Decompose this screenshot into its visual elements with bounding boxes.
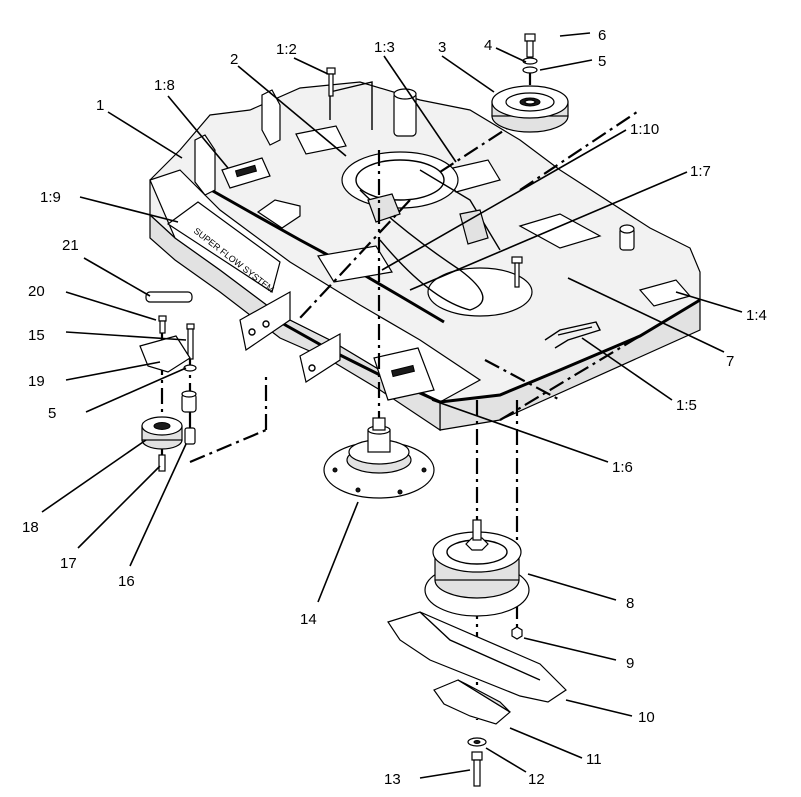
pulley-3 [491, 85, 569, 133]
callout-5-left: 5 [48, 405, 56, 422]
centerline-upper-right [519, 109, 641, 191]
callout-5-top: 5 [598, 53, 606, 70]
callout-1-2: 1:2 [276, 41, 297, 58]
left-rear-bracket [194, 134, 216, 196]
callout-1-6: 1:6 [612, 459, 633, 476]
top-bolt-6 [524, 33, 536, 58]
callout-21: 21 [62, 237, 79, 254]
front-post-cap [619, 224, 635, 234]
deck-handle [544, 321, 601, 349]
callout-20: 20 [28, 283, 45, 300]
callout-3: 3 [438, 39, 446, 56]
decal-1-10 [317, 245, 393, 283]
callout-1-9: 1:9 [40, 189, 61, 206]
callout-labels: 1 1:2 1:3 1:4 1:5 1:6 1:7 1:8 1:9 1:10 2… [22, 27, 767, 788]
spring-21 [145, 291, 193, 303]
washer-5-top [522, 66, 538, 74]
decal-1-6-label [390, 364, 416, 378]
callout-8: 8 [626, 595, 634, 612]
center-spindle-ring [355, 159, 445, 201]
belt-guard [367, 193, 401, 223]
deck-front-edge [439, 298, 701, 404]
blade-10 [387, 611, 567, 703]
callout-4: 4 [484, 37, 492, 54]
callout-14: 14 [300, 611, 317, 628]
callout-1-4: 1:4 [746, 307, 767, 324]
decal-1-7 [518, 213, 602, 249]
spindle-assembly-8 [424, 519, 530, 617]
callout-1-10: 1:10 [630, 121, 659, 138]
callout-13: 13 [384, 771, 401, 788]
rear-bracket [261, 89, 281, 146]
deck-handle-inner [557, 326, 593, 336]
centerline-front [484, 359, 561, 401]
callout-1-5: 1:5 [676, 397, 697, 414]
bracket-hole-1 [248, 328, 256, 336]
callout-16: 16 [118, 573, 135, 590]
bolt-7 [511, 256, 523, 288]
callout-7: 7 [726, 353, 734, 370]
centerline-diagonal [299, 199, 411, 319]
nut-9 [511, 626, 523, 640]
callout-15: 15 [28, 327, 45, 344]
callout-11: 11 [586, 751, 602, 768]
callout-1-8: 1:8 [154, 77, 175, 94]
callout-6: 6 [598, 27, 606, 44]
callout-1-7: 1:7 [690, 163, 711, 180]
bracket-hole-3 [308, 364, 316, 372]
callout-18: 18 [22, 519, 39, 536]
rear-u-bar [329, 81, 373, 130]
washer-12-hole [473, 740, 481, 744]
callout-19: 19 [28, 373, 45, 390]
belt-path [359, 189, 484, 311]
centerline-front-right [499, 329, 651, 421]
mower-deck: SUPER FLOW SYSTEM [149, 81, 701, 432]
callout-1-3: 1:3 [374, 39, 395, 56]
bracket-hole-2 [262, 320, 270, 328]
deck-edge-line [196, 180, 445, 324]
bolt-13 [471, 751, 483, 787]
belt-path-b [419, 169, 501, 251]
bolt-1-2 [326, 67, 336, 97]
deck-post-cap [393, 88, 417, 100]
belt-guard-right [459, 209, 489, 245]
blade-10-edge [419, 611, 541, 681]
leader-lines [41, 32, 743, 779]
callout-1: 1 [96, 97, 104, 114]
decal-1-3b [295, 125, 347, 155]
blade-11-shade [457, 679, 511, 713]
callout-9: 9 [626, 655, 634, 672]
centerline-idler-mount [189, 428, 267, 464]
center-bracket [256, 199, 301, 229]
center-spindle-opening [341, 151, 459, 209]
callout-2: 2 [230, 51, 238, 68]
decal-1-8-label [234, 164, 258, 178]
spindle-assembly-14 [323, 417, 435, 499]
callout-17: 17 [60, 555, 77, 572]
callout-12: 12 [528, 771, 545, 788]
decal-1-9 [166, 201, 281, 293]
callout-10: 10 [638, 709, 655, 726]
